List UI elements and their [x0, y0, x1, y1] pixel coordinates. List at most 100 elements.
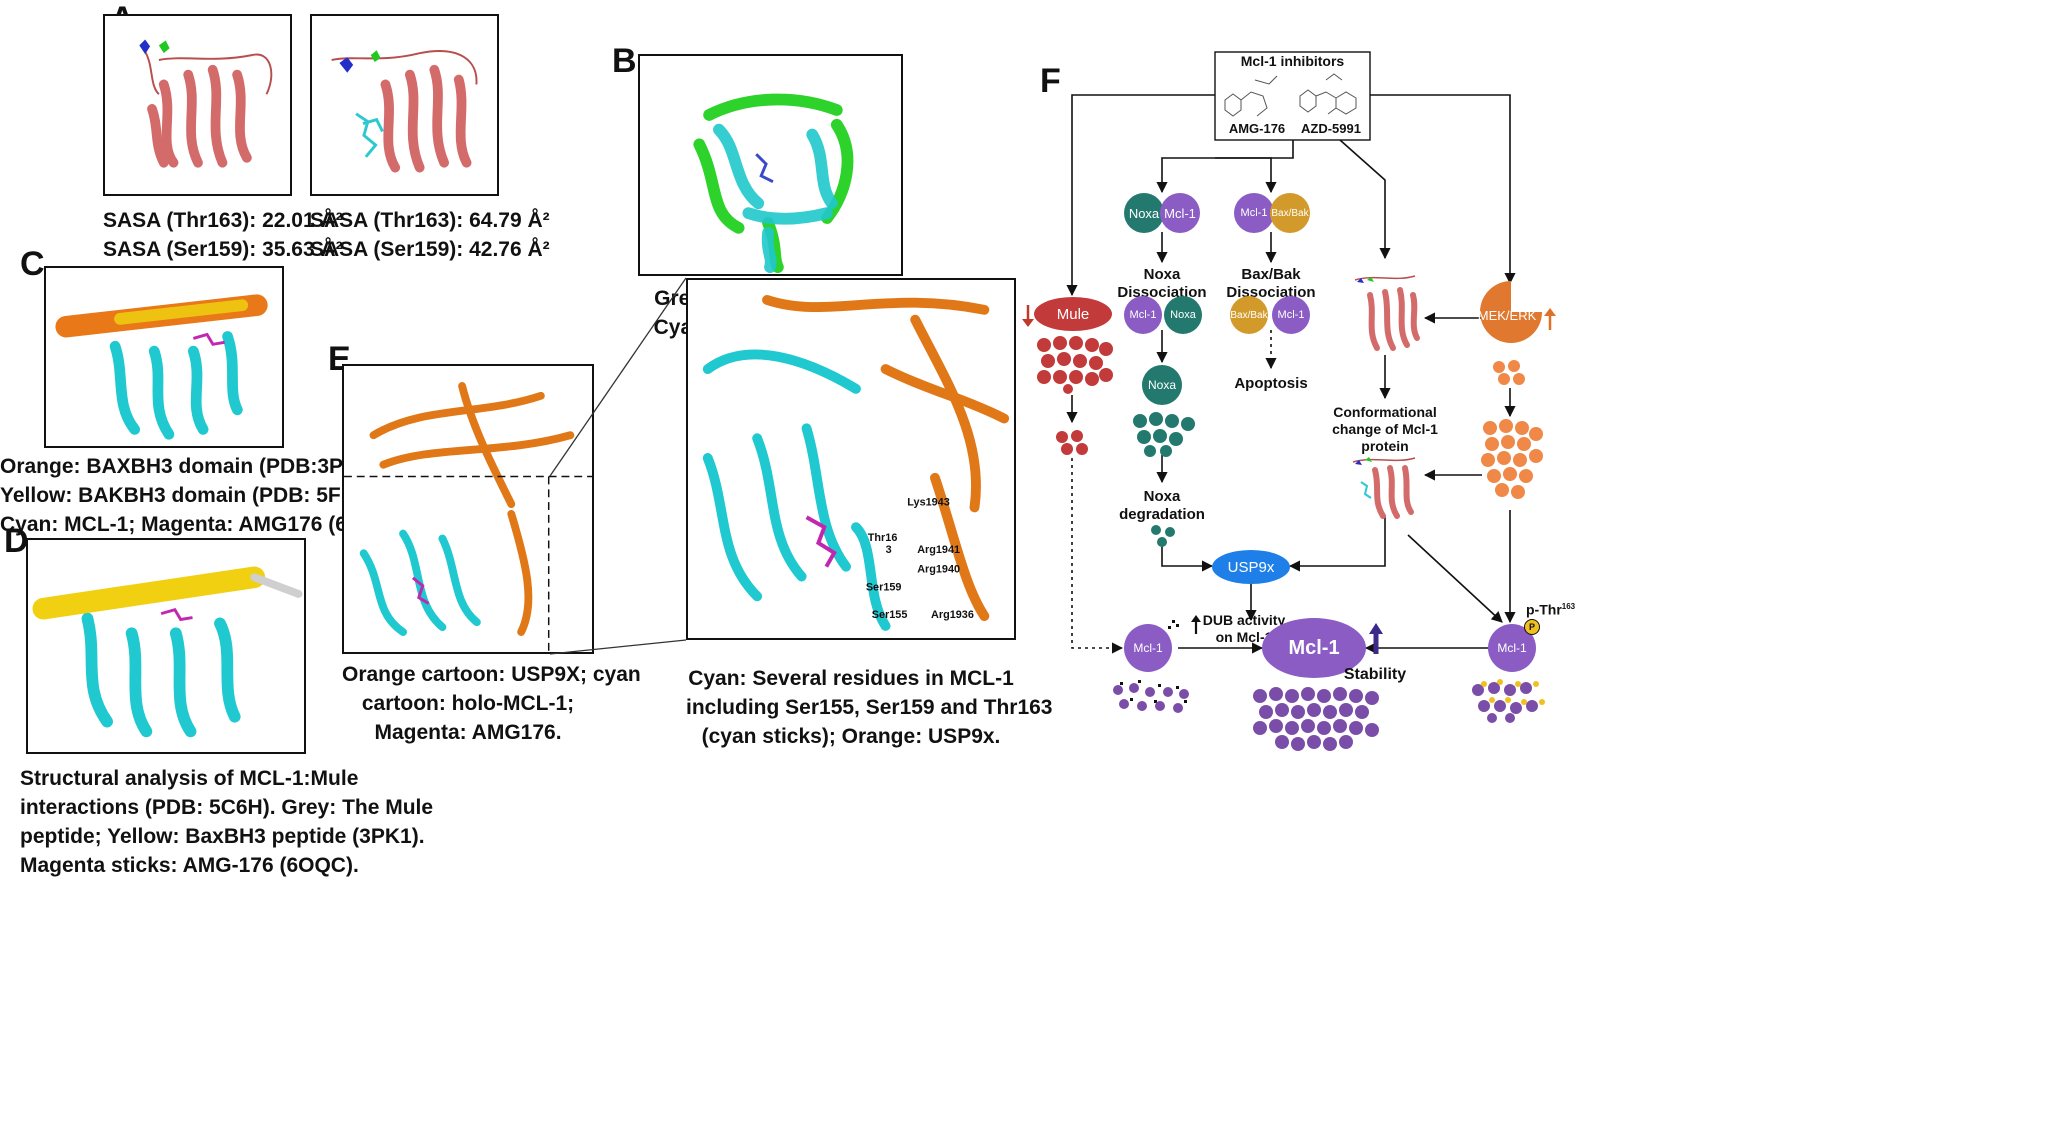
protein-overlay-green-cyan — [693, 93, 854, 274]
panel-d-structure — [26, 538, 306, 754]
drug-azd5991-label: AZD-5991 — [1301, 121, 1361, 136]
panel-e-left-caption: Orange cartoon: USP9X; cyan cartoon: hol… — [342, 660, 641, 747]
panel-c-caption: Orange: BAXBH3 domain (PDB:3PK1) Yellow:… — [0, 452, 402, 539]
residue-label-arg1940: Arg1940 — [917, 564, 960, 576]
baxbak-free-node: Bax/Bak — [1230, 296, 1268, 334]
protein-cartoon-mule-complex — [32, 566, 303, 738]
panel-c-caption-line-2: Yellow: BAKBH3 domain (PDB: 5FMK) — [0, 484, 381, 507]
panel-e-right-caption: Cyan: Several residues in MCL-1 includin… — [686, 664, 1053, 751]
p-thr163-label: p-Thr163 — [1526, 598, 1575, 619]
residue-label-thr163-a: Thr16 — [868, 532, 898, 544]
mek-reduced-dots — [1493, 360, 1525, 385]
panel-d-caption-line-3: peptide; Yellow: BaxBH3 peptide (3PK1). — [20, 825, 425, 848]
protein-cartoon-salmon — [139, 39, 273, 168]
noxa-dissociation-line-1: Noxa — [1143, 266, 1181, 283]
panel-d-caption-line-2: interactions (PDB: 5C6H). Grey: The Mule — [20, 796, 434, 819]
mcl1-free-node-2: Mcl-1 — [1272, 296, 1310, 334]
panel-e-left-caption-line-1: Orange cartoon: USP9X; cyan — [342, 663, 641, 686]
panel-c-structure — [44, 266, 284, 448]
conformational-change-label: Conformational change of Mcl-1 protein — [1328, 404, 1442, 455]
protein-cartoon-cyan-helices — [55, 294, 268, 440]
dub-activity-line-2: on Mcl-1 — [1215, 629, 1273, 645]
mcl1-protein-icon-native — [1354, 275, 1420, 351]
baxbak-dissociation-line-1: Bax/Bak — [1241, 266, 1301, 283]
panel-c-caption-line-3: Cyan: MCL-1; Magenta: AMG176 (6OQC) — [0, 513, 402, 536]
mcl1-protein-icon-bound — [1352, 457, 1416, 519]
mcl1-inhibitors-title: Mcl-1 inhibitors — [1240, 53, 1345, 69]
noxa-accumulated-node: Noxa — [1142, 365, 1182, 405]
mule-down-arrow-icon — [1022, 305, 1034, 327]
sasa-ser159-left: SASA (Ser159): 35.63 Å² — [103, 238, 343, 261]
usp9x-mcl1-zoom-residues: Lys1943 Thr16 3 Arg1941 Arg1940 Ser159 S… — [702, 295, 1010, 631]
sasa-thr163-left: SASA (Thr163): 22.01 Å² — [103, 209, 343, 232]
apoptosis-label: Apoptosis — [1234, 375, 1308, 392]
panel-d-caption: Structural analysis of MCL-1:Mule intera… — [20, 764, 434, 880]
mcl1-stable-node: Mcl-1 — [1262, 618, 1366, 678]
drug-amg176-label: AMG-176 — [1228, 121, 1286, 136]
noxa-dissociation-line-2: Dissociation — [1117, 284, 1207, 301]
noxa-dissociation-label: Noxa Dissociation — [1112, 266, 1212, 302]
panel-a-right-caption: SASA (Thr163): 64.79 Å² SASA (Ser159): 4… — [310, 206, 550, 264]
noxa-node: Noxa — [1124, 193, 1164, 233]
noxa-degradation-label: Noxa degradation — [1112, 488, 1212, 524]
panel-e-left-caption-line-3: Magenta: AMG176. — [374, 721, 562, 744]
residue-label-arg1936: Arg1936 — [931, 609, 974, 621]
noxa-free-node: Noxa — [1164, 296, 1202, 334]
phosphate-badge-icon: P — [1524, 619, 1540, 635]
mek-erk-up-arrow-icon — [1544, 308, 1556, 330]
noxa-degradation-line-2: degradation — [1119, 506, 1205, 523]
stability-up-arrow-icon — [1369, 623, 1383, 654]
panel-e-right-caption-line-2: including Ser155, Ser159 and Thr163 — [686, 696, 1053, 719]
panel-a-right-structure — [310, 14, 499, 196]
mcl1-node-bax-complex: Mcl-1 — [1234, 193, 1274, 233]
mcl1-ubiquitinated-node: Mcl-1 — [1124, 624, 1172, 672]
panel-e-left-caption-line-2: cartoon: holo-MCL-1; — [361, 692, 575, 715]
mek-erk-label: MEK/ERK — [1477, 307, 1537, 323]
mcl1-node-noxa-complex: Mcl-1 — [1160, 193, 1200, 233]
mule-cluster — [1037, 336, 1113, 394]
panel-d-caption-line-4: Magenta sticks: AMG-176 (6OQC). — [20, 854, 359, 877]
mek-erk-node — [1480, 281, 1542, 343]
panel-b-structure — [638, 54, 903, 276]
usp9x-node: USP9x — [1212, 550, 1290, 584]
p-thr-text: p-Thr — [1526, 601, 1562, 618]
baxbak-dissociation-label: Bax/Bak Dissociation — [1221, 266, 1321, 302]
stability-label: Stability — [1343, 666, 1407, 683]
noxa-degraded-dots — [1151, 525, 1175, 547]
mcl1-ubiquitin-cluster — [1113, 620, 1189, 713]
panel-c-label: C — [20, 245, 45, 283]
residue-label-arg1941: Arg1941 — [917, 544, 960, 556]
usp9x-mcl1-complex — [344, 382, 592, 652]
panel-d-caption-line-1: Structural analysis of MCL-1:Mule — [20, 767, 359, 790]
conformational-line-3: protein — [1361, 438, 1409, 454]
panel-e-left-structure — [342, 364, 594, 654]
mcl1-phospho-cluster — [1472, 679, 1545, 723]
panel-e-right-zoom: Lys1943 Thr16 3 Arg1941 Arg1940 Ser159 S… — [686, 278, 1016, 640]
mek-cluster — [1481, 419, 1543, 499]
mule-node: Mule — [1034, 297, 1112, 331]
panel-c-caption-line-1: Orange: BAXBH3 domain (PDB:3PK1) — [0, 455, 377, 478]
residue-label-ser159: Ser159 — [866, 581, 902, 593]
residue-label-thr163-b: 3 — [886, 544, 892, 556]
baxbak-node: Bax/Bak — [1270, 193, 1310, 233]
panel-a-left-caption: SASA (Thr163): 22.01 Å² SASA (Ser159): 3… — [103, 206, 343, 264]
dub-up-arrow-icon — [1191, 615, 1201, 634]
mule-reduced-dots — [1056, 430, 1088, 455]
panel-f-arrows — [1066, 51, 1516, 654]
mcl1-stable-cluster — [1253, 687, 1379, 751]
panel-a-left-structure — [103, 14, 292, 196]
protein-cartoon-salmon-with-ligand — [331, 50, 478, 173]
conformational-line-2: change of Mcl-1 — [1332, 421, 1438, 437]
dub-activity-line-1: DUB activity — [1202, 612, 1286, 628]
panel-d-label: D — [4, 522, 29, 560]
panel-b-label: B — [612, 42, 637, 80]
dub-activity-label: DUB activity on Mcl-1 — [1202, 612, 1286, 646]
panel-e-right-caption-line-1: Cyan: Several residues in MCL-1 — [688, 667, 1014, 690]
residue-label-lys1943: Lys1943 — [907, 496, 949, 508]
noxa-degradation-line-1: Noxa — [1143, 488, 1181, 505]
conformational-line-1: Conformational — [1333, 404, 1437, 420]
noxa-cluster — [1133, 412, 1195, 457]
sasa-thr163-right: SASA (Thr163): 64.79 Å² — [310, 209, 550, 232]
mcl1-free-node-1: Mcl-1 — [1124, 296, 1162, 334]
residue-label-ser155: Ser155 — [872, 609, 908, 621]
